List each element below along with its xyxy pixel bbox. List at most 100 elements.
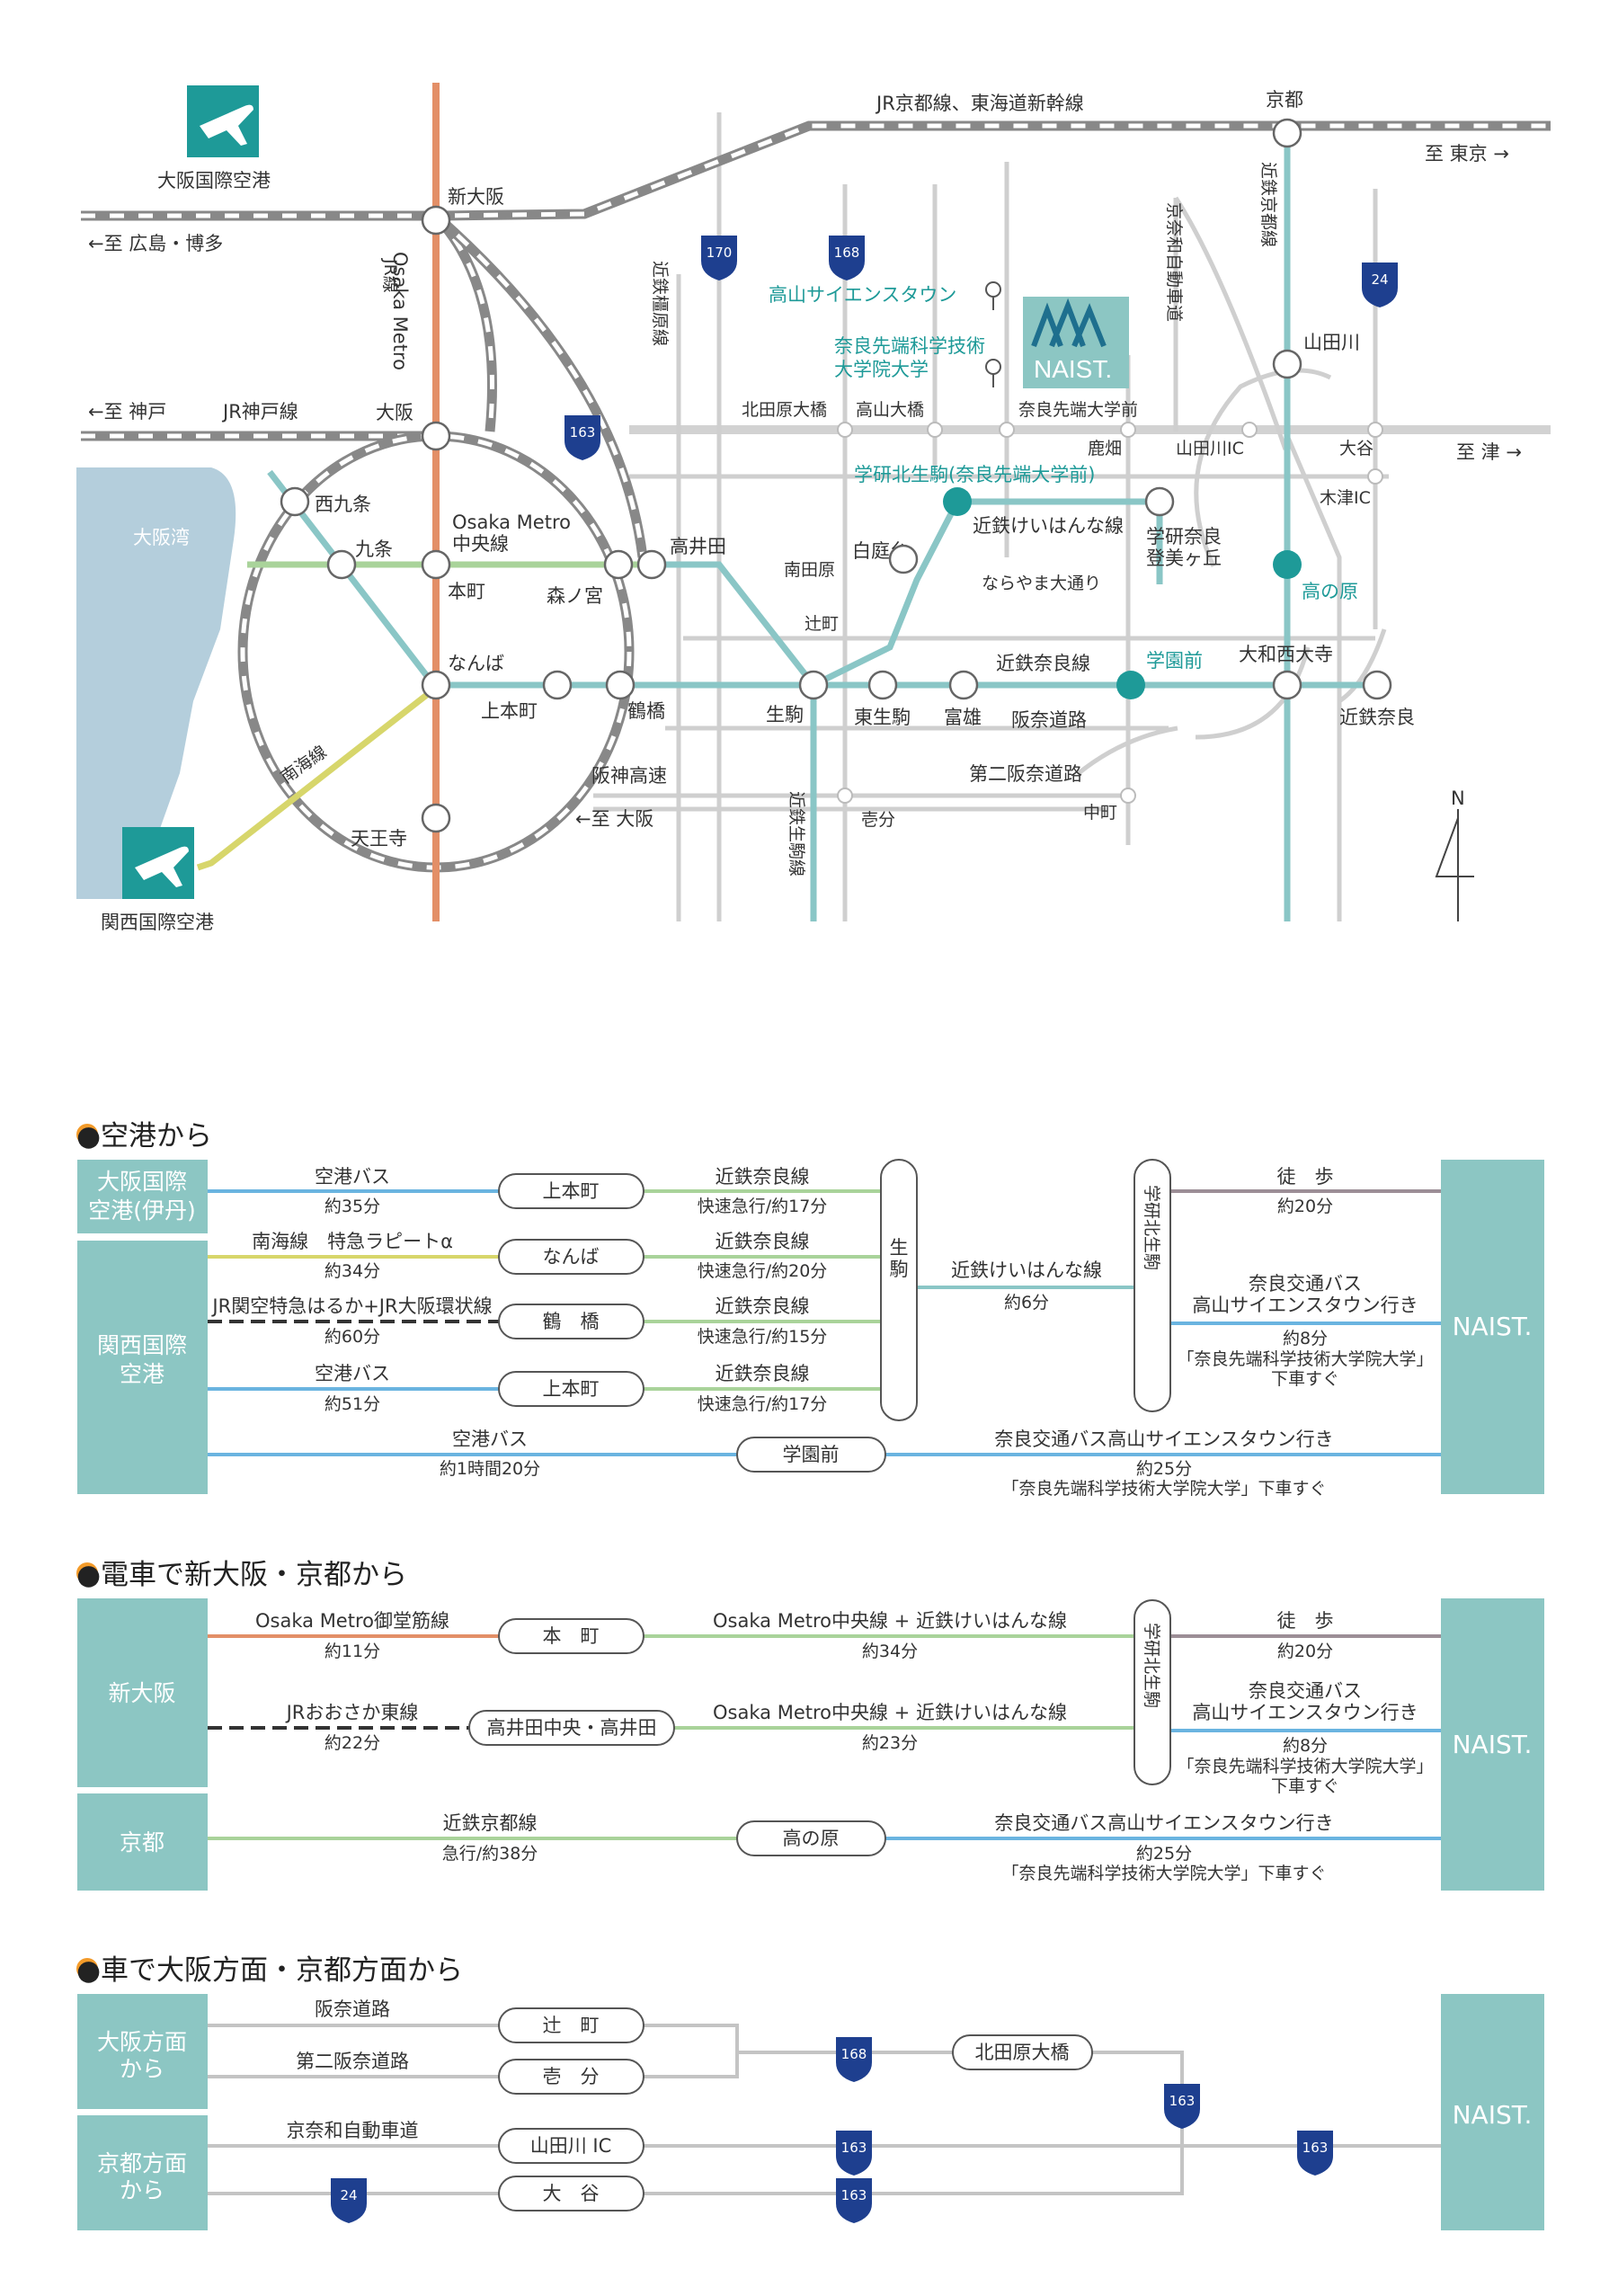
kintetsu-kashihara-label: 近鉄橿原線 bbox=[650, 261, 670, 346]
svg-text:壱 分: 壱 分 bbox=[543, 2066, 600, 2087]
station-label: 大谷 bbox=[1339, 439, 1374, 458]
landmark-label: 高山サイエンスタウン bbox=[769, 284, 956, 306]
section-train: ●電車で新大阪・京都から 新大阪 京都 NAIST. 本 町 高井田中央・高井田… bbox=[76, 1559, 1544, 1891]
destination-box bbox=[1441, 1598, 1544, 1891]
origin-box bbox=[77, 2115, 208, 2230]
station-label: 学研奈良登美ヶ丘 bbox=[1146, 526, 1222, 569]
svg-text:大 谷: 大 谷 bbox=[543, 2183, 600, 2204]
gakken-label: 学研北生駒 bbox=[1142, 1623, 1161, 1708]
station-label: 壱分 bbox=[861, 810, 895, 830]
svg-text:約51分: 約51分 bbox=[324, 1394, 380, 1414]
svg-text:約25分: 約25分 bbox=[1136, 1459, 1192, 1479]
svg-text:上本町: 上本町 bbox=[543, 1180, 600, 1202]
station-label: 北田原大橋 bbox=[742, 400, 827, 420]
station-label: 鶴橋 bbox=[627, 700, 665, 722]
destination-box bbox=[1441, 1994, 1544, 2230]
svg-text:163: 163 bbox=[1169, 2093, 1196, 2109]
station-label: 奈良先端大学前 bbox=[1018, 400, 1138, 420]
station-label: なんば bbox=[448, 653, 504, 674]
svg-text:近鉄奈良線: 近鉄奈良線 bbox=[716, 1166, 810, 1188]
key-station-markers bbox=[943, 487, 1302, 699]
destination-label: NAIST. bbox=[1453, 2100, 1533, 2130]
to-osaka: ←至 大阪 bbox=[575, 808, 653, 830]
svg-text:近鉄奈良線: 近鉄奈良線 bbox=[716, 1363, 810, 1384]
to-tsu: 至 津 → bbox=[1456, 441, 1522, 463]
airport-itami-label: 大阪国際空港 bbox=[157, 170, 271, 191]
to-tokyo: 至 東京 → bbox=[1425, 143, 1509, 165]
svg-text:近鉄奈良線: 近鉄奈良線 bbox=[716, 1231, 810, 1252]
origin-label: 新大阪 bbox=[108, 1680, 175, 1706]
svg-text:空港バス: 空港バス bbox=[315, 1166, 390, 1188]
gakken-box bbox=[1133, 1159, 1171, 1412]
svg-text:奈良交通バス高山サイエンスタウン行き: 奈良交通バス高山サイエンスタウン行き bbox=[1192, 1273, 1418, 1316]
svg-text:快速急行/約17分: 快速急行/約17分 bbox=[698, 1394, 828, 1414]
station-label: 辻町 bbox=[805, 614, 839, 634]
svg-text:阪奈道路: 阪奈道路 bbox=[315, 1998, 390, 2020]
origin-box bbox=[77, 1241, 208, 1494]
svg-text:急行/約38分: 急行/約38分 bbox=[442, 1844, 538, 1864]
svg-text:JR関空特急はるか+JR大阪環状線: JR関空特急はるか+JR大阪環状線 bbox=[210, 1295, 492, 1317]
svg-text:約6分: 約6分 bbox=[1004, 1293, 1049, 1313]
origin-label: 京都 bbox=[120, 1829, 164, 1855]
origin-box bbox=[77, 1598, 208, 1787]
jr-kobe-line-label: JR神戸線 bbox=[221, 401, 298, 423]
station-label: 上本町 bbox=[481, 700, 538, 722]
origin-box bbox=[77, 1793, 208, 1891]
station-label: 富雄 bbox=[944, 707, 982, 728]
osaka-metro-vertical: Osaka Metro bbox=[389, 252, 411, 370]
nankai-line bbox=[196, 685, 439, 871]
station-label: 山田川 bbox=[1303, 332, 1360, 353]
station-label: 学園前 bbox=[1146, 650, 1203, 672]
svg-text:約34分: 約34分 bbox=[324, 1261, 380, 1281]
north-label: N bbox=[1451, 788, 1465, 809]
svg-text:168: 168 bbox=[834, 245, 860, 261]
landmark-label: 奈良先端科学技術大学院大学 bbox=[834, 335, 985, 380]
svg-text:徒 歩: 徒 歩 bbox=[1277, 1166, 1334, 1188]
line-label: 第二阪奈道路 bbox=[969, 763, 1082, 785]
road-labels: 阪奈道路 第二阪奈道路 京奈和自動車道 bbox=[287, 1998, 419, 2141]
svg-text:「奈良先端科学技術大学院大学」下車すぐ: 「奈良先端科学技術大学院大学」下車すぐ bbox=[1177, 1757, 1433, 1796]
station-label: 大阪 bbox=[376, 402, 413, 423]
svg-text:163: 163 bbox=[841, 2140, 867, 2156]
station-label: 東生駒 bbox=[854, 707, 911, 728]
svg-text:168: 168 bbox=[841, 2046, 867, 2062]
svg-text:南海線 特急ラピートα: 南海線 特急ラピートα bbox=[252, 1231, 453, 1252]
svg-text:快速急行/約17分: 快速急行/約17分 bbox=[698, 1197, 828, 1216]
osaka-bay bbox=[76, 467, 236, 899]
line-label: 阪奈道路 bbox=[1011, 709, 1087, 731]
jr-loop bbox=[237, 211, 648, 873]
section-airport: ●空港から 大阪国際空港(伊丹) 関西国際空港 NAIST. 上本町 bbox=[76, 1120, 1544, 1499]
kintetsu-kyoto-label: 近鉄京都線 bbox=[1258, 162, 1278, 247]
station-label: 高山大橋 bbox=[856, 400, 924, 420]
section-car: ●車で大阪方面・京都方面から 大阪方面から 京都方面から NAIST. 辻 町 … bbox=[76, 1954, 1544, 2230]
station-label: 大和西大寺 bbox=[1239, 644, 1333, 665]
svg-text:空港バス: 空港バス bbox=[452, 1428, 528, 1450]
svg-text:近鉄奈良線: 近鉄奈良線 bbox=[716, 1295, 810, 1317]
to-kobe: ←至 神戸 bbox=[88, 401, 166, 423]
map-area: 大阪湾 bbox=[76, 83, 1551, 933]
svg-text:奈良交通バス高山サイエンスタウン行き: 奈良交通バス高山サイエンスタウン行き bbox=[1192, 1680, 1418, 1723]
station-label: 中町 bbox=[1083, 803, 1117, 823]
svg-text:約25分: 約25分 bbox=[1136, 1844, 1192, 1864]
svg-text:山田川 IC: 山田川 IC bbox=[530, 2135, 612, 2157]
route-shields: 168 163 163 163 24 163 bbox=[331, 2037, 1333, 2223]
svg-text:奈良交通バス高山サイエンスタウン行き: 奈良交通バス高山サイエンスタウン行き bbox=[994, 1812, 1333, 1834]
svg-text:本 町: 本 町 bbox=[543, 1625, 600, 1647]
line-label: 阪神高速 bbox=[591, 765, 667, 787]
svg-text:奈良交通バス高山サイエンスタウン行き: 奈良交通バス高山サイエンスタウン行き bbox=[994, 1428, 1333, 1450]
svg-text:快速急行/約15分: 快速急行/約15分 bbox=[698, 1327, 828, 1347]
pin-icon bbox=[985, 281, 1001, 387]
svg-text:「奈良先端科学技術大学院大学」下車すぐ: 「奈良先端科学技術大学院大学」下車すぐ bbox=[1177, 1349, 1433, 1389]
svg-text:京奈和自動車道: 京奈和自動車道 bbox=[287, 2120, 419, 2141]
svg-text:約1時間20分: 約1時間20分 bbox=[440, 1459, 540, 1479]
svg-text:約20分: 約20分 bbox=[1277, 1197, 1333, 1216]
origin-box bbox=[77, 1160, 208, 1233]
destination-box bbox=[1441, 1160, 1544, 1494]
station-label: 新大阪 bbox=[448, 186, 504, 208]
svg-text:近鉄けいはんな線: 近鉄けいはんな線 bbox=[951, 1259, 1102, 1281]
station-label: 生駒 bbox=[766, 704, 804, 725]
svg-text:第二阪奈道路: 第二阪奈道路 bbox=[296, 2051, 409, 2072]
svg-text:鶴 橋: 鶴 橋 bbox=[543, 1311, 600, 1332]
